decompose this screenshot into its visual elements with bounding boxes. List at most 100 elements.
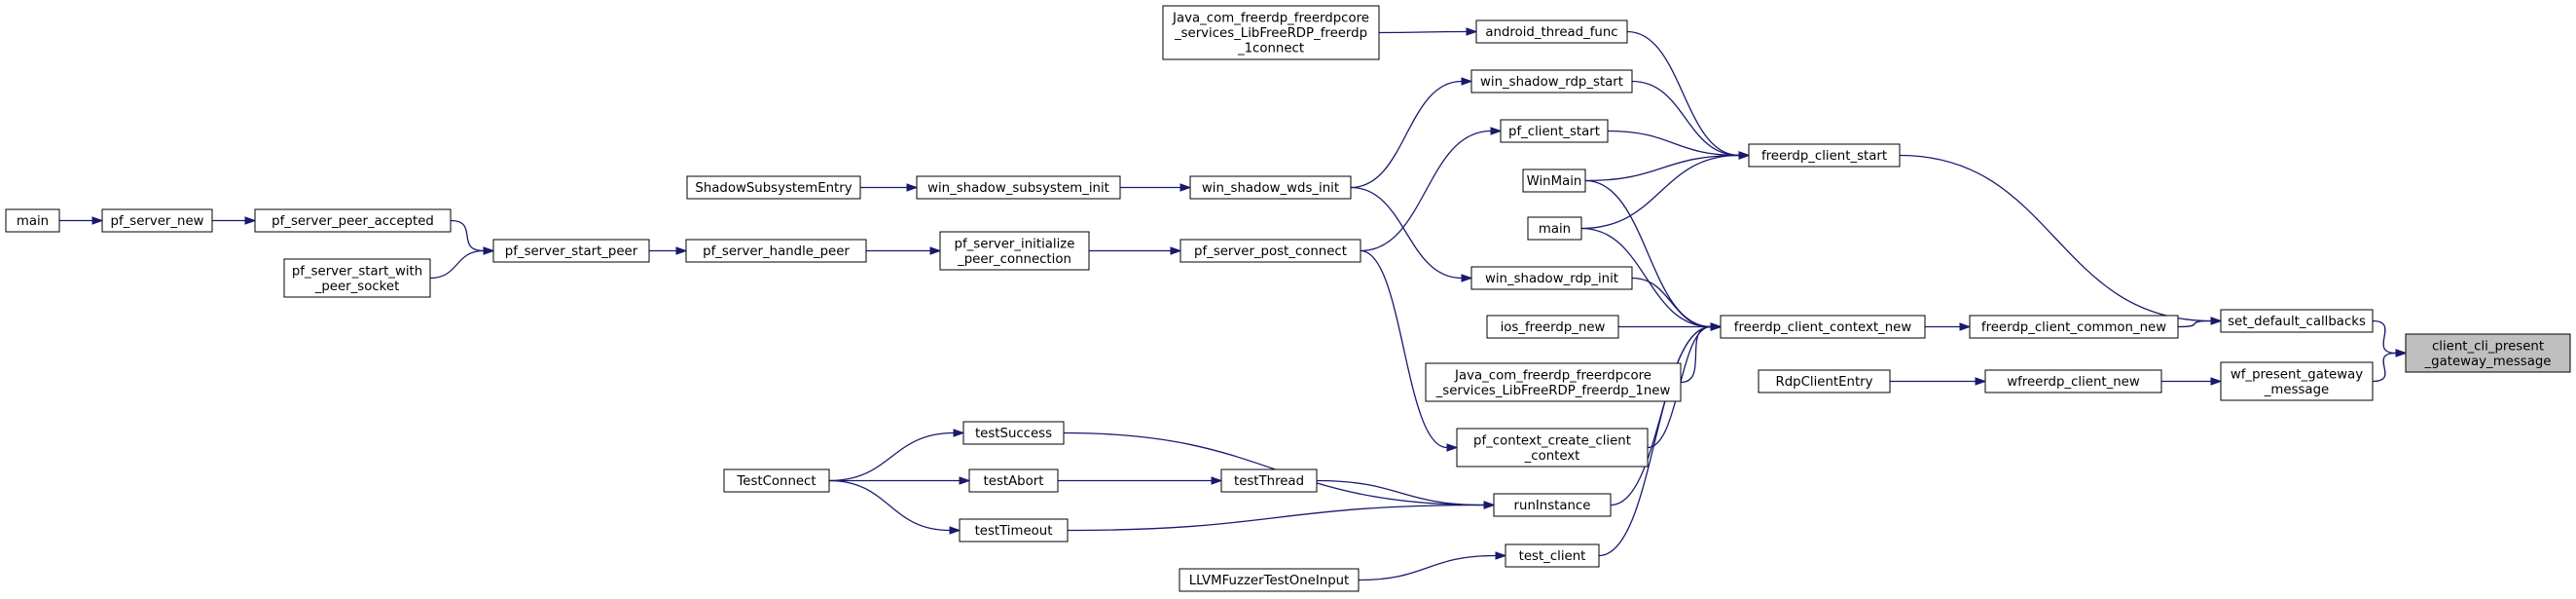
node-pf-server-post-connect[interactable]: pf_server_post_connect <box>1179 239 1361 263</box>
node-test-abort[interactable]: testAbort <box>968 468 1059 493</box>
node-freerdp-client-context-new[interactable]: freerdp_client_context_new <box>1720 315 1926 339</box>
node-box <box>1470 266 1633 290</box>
node-box <box>1220 468 1318 493</box>
node-label: main <box>1539 222 1571 237</box>
node-label: LLVMFuzzerTestOneInput <box>1189 574 1350 588</box>
node-llvmfuzzer-test-one-input[interactable]: LLVMFuzzerTestOneInput <box>1179 568 1360 592</box>
node-label: WinMain <box>1527 174 1582 189</box>
node-label: testTimeout <box>975 524 1053 539</box>
node-label: pf_server_peer_accepted <box>272 214 434 229</box>
edge-win-main-to-freerdp-client-context-new <box>1584 179 1723 331</box>
node-label: pf_server_new <box>111 214 204 229</box>
node-box <box>1720 315 1926 339</box>
node-box <box>2405 333 2571 373</box>
node-box <box>1179 239 1361 263</box>
node-box <box>1969 315 2179 339</box>
node-test-timeout[interactable]: testTimeout <box>959 518 1069 543</box>
node-box <box>1500 119 1609 143</box>
node-label: test_client <box>1519 549 1586 564</box>
node-pf-server-handle-peer[interactable]: pf_server_handle_peer <box>685 239 867 263</box>
node-shadow-subsystem-entry[interactable]: ShadowSubsystemEntry <box>686 175 861 200</box>
node-pf-server-initialize-peer-connection[interactable]: pf_server_initialize_peer_connection <box>939 231 1090 271</box>
node-box <box>959 518 1069 543</box>
node-box <box>939 231 1090 271</box>
node-label: ShadowSubsystemEntry <box>695 181 852 196</box>
node-freerdp-client-common-new[interactable]: freerdp_client_common_new <box>1969 315 2179 339</box>
node-win-shadow-subsystem-init[interactable]: win_shadow_subsystem_init <box>916 175 1121 200</box>
node-java-new[interactable]: Java_com_freerdp_freerdpcore_services_Li… <box>1425 362 1682 402</box>
edge-pf-server-start-peer-to-pf-server-handle-peer <box>649 246 688 255</box>
edge-freerdp-client-context-new-to-freerdp-client-common-new <box>1925 322 1972 331</box>
node-label: android_thread_func <box>1485 25 1617 40</box>
node-android-thread-func[interactable]: android_thread_func <box>1475 19 1628 44</box>
edge-pf-server-start-with-peer-socket-to-pf-server-start-peer <box>429 246 495 280</box>
node-pf-server-start-with-peer-socket[interactable]: pf_server_start_with_peer_socket <box>283 258 431 298</box>
node-box <box>916 175 1121 200</box>
node-box <box>1522 168 1586 193</box>
node-label: _services_LibFreeRDP_freerdp <box>1174 26 1367 41</box>
node-win-shadow-rdp-start[interactable]: win_shadow_rdp_start <box>1470 69 1633 94</box>
node-freerdp-client-start[interactable]: freerdp_client_start <box>1748 143 1901 168</box>
node-box <box>2220 309 2374 333</box>
node-pf-server-new[interactable]: pf_server_new <box>101 208 213 233</box>
node-label: main <box>17 214 49 229</box>
node-java-connect[interactable]: Java_com_freerdp_freerdpcore_services_Li… <box>1162 5 1380 60</box>
edge-test-connect-to-test-success <box>828 429 965 482</box>
edge-rdp-client-entry-to-wfreerdp-client-new <box>1889 377 1987 386</box>
node-label: pf_client_start <box>1508 125 1600 139</box>
node-pf-context-create-client-context[interactable]: pf_context_create_client_context <box>1456 428 1649 468</box>
node-ios-freerdp-new[interactable]: ios_freerdp_new <box>1486 315 1619 339</box>
node-label: pf_server_initialize <box>955 237 1075 251</box>
node-box <box>1162 5 1380 60</box>
node-label: TestConnect <box>736 474 816 489</box>
edge-win-shadow-subsystem-init-to-win-shadow-wds-init <box>1120 183 1192 192</box>
edges-layer <box>59 27 2408 581</box>
edge-win-shadow-rdp-start-to-freerdp-client-start <box>1631 80 1751 160</box>
node-pf-server-start-peer[interactable]: pf_server_start_peer <box>492 239 650 263</box>
edge-win-shadow-wds-init-to-win-shadow-rdp-init <box>1350 186 1473 282</box>
edge-java-connect-to-android-thread-func <box>1378 27 1478 36</box>
node-label: Java_com_freerdp_freerdpcore <box>1172 12 1369 26</box>
node-box <box>5 208 60 233</box>
node-box <box>1505 543 1600 568</box>
edge-test-abort-to-test-thread <box>1058 476 1223 485</box>
edge-llvmfuzzer-test-one-input-to-test-client <box>1358 551 1507 581</box>
node-label: testSuccess <box>975 427 1052 441</box>
node-run-instance[interactable]: runInstance <box>1493 493 1612 517</box>
node-main-left[interactable]: main <box>5 208 60 233</box>
node-label: testAbort <box>984 474 1044 489</box>
node-win-main[interactable]: WinMain <box>1522 168 1586 193</box>
node-set-default-callbacks[interactable]: set_default_callbacks <box>2220 309 2374 333</box>
node-box <box>1493 493 1612 517</box>
node-label: _peer_connection <box>957 252 1071 267</box>
edge-pf-server-initialize-peer-connection-to-pf-server-post-connect <box>1089 246 1182 255</box>
edge-pf-client-start-to-freerdp-client-start <box>1607 130 1751 160</box>
node-main-top[interactable]: main <box>1527 216 1582 241</box>
node-test-success[interactable]: testSuccess <box>962 421 1065 445</box>
edge-shadow-subsystem-entry-to-win-shadow-subsystem-init <box>860 183 919 192</box>
node-win-shadow-wds-init[interactable]: win_shadow_wds_init <box>1189 175 1352 200</box>
node-win-shadow-rdp-init[interactable]: win_shadow_rdp_init <box>1470 266 1633 290</box>
edge-test-connect-to-test-abort <box>829 476 971 485</box>
node-test-client[interactable]: test_client <box>1505 543 1600 568</box>
node-label: pf_server_post_connect <box>1194 244 1347 259</box>
node-pf-client-start[interactable]: pf_client_start <box>1500 119 1609 143</box>
node-wfreerdp-client-new[interactable]: wfreerdp_client_new <box>1984 369 2162 393</box>
node-box <box>1748 143 1901 168</box>
node-test-connect[interactable]: TestConnect <box>723 468 830 493</box>
edge-test-thread-to-run-instance <box>1316 479 1496 509</box>
node-rdp-client-entry[interactable]: RdpClientEntry <box>1758 369 1891 393</box>
node-box <box>723 468 830 493</box>
node-client-cli-present-gateway-message[interactable]: client_cli_present_gateway_message <box>2405 333 2571 373</box>
node-box <box>1189 175 1352 200</box>
node-box <box>1527 216 1582 241</box>
node-label: client_cli_present <box>2432 339 2544 354</box>
node-label: pf_server_start_with <box>292 264 422 279</box>
node-pf-server-peer-accepted[interactable]: pf_server_peer_accepted <box>254 208 452 233</box>
node-label: win_shadow_wds_init <box>1202 181 1339 196</box>
node-wf-present-gateway-message[interactable]: wf_present_gateway_message <box>2220 361 2374 401</box>
node-box <box>962 421 1065 445</box>
node-test-thread[interactable]: testThread <box>1220 468 1318 493</box>
edge-test-client-to-freerdp-client-context-new <box>1598 322 1723 557</box>
node-label: win_shadow_rdp_init <box>1485 272 1618 286</box>
